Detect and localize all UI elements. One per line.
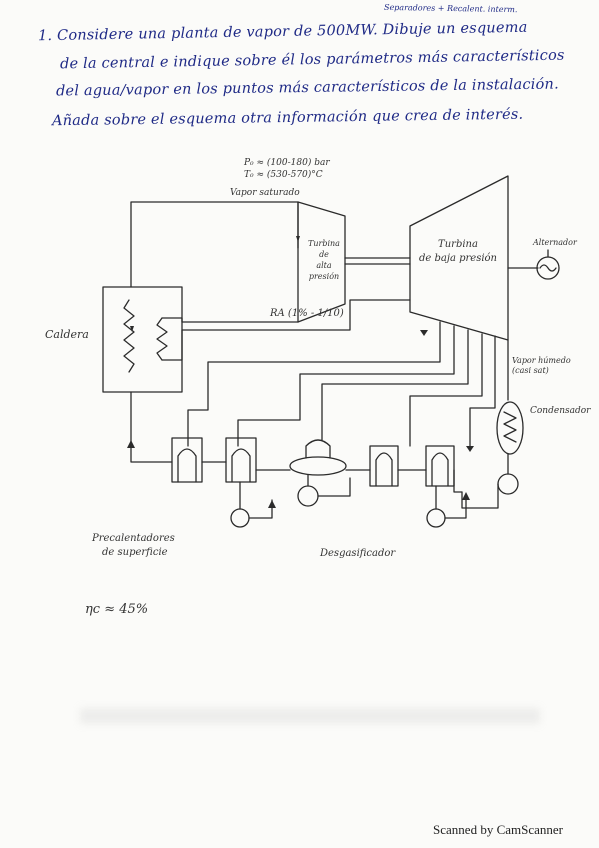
efficiency-label: ηc ≈ 45% xyxy=(85,602,149,617)
extraction-5 xyxy=(187,321,441,447)
condenser-coil xyxy=(503,411,517,443)
boiler-label: Caldera xyxy=(45,328,89,341)
drain-line-left xyxy=(248,499,273,519)
deaerator-tank xyxy=(289,456,347,476)
extraction-2 xyxy=(409,333,483,447)
boiler-coil-left xyxy=(123,299,135,373)
extraction-3 xyxy=(321,329,469,441)
faint-bleed-through xyxy=(80,708,540,724)
extraction-4 xyxy=(237,325,455,447)
lp-heater-2 xyxy=(369,445,399,487)
generator-label: Alternador xyxy=(533,238,577,247)
condenser xyxy=(496,401,524,455)
feedwater-6 xyxy=(130,391,173,463)
pressure-label: P₀ ≈ (100-180) bar xyxy=(244,158,330,168)
lp-heater-1 xyxy=(425,445,455,487)
generator-wave xyxy=(539,264,557,272)
exhaust-label: Vapor húmedo (casi sat) xyxy=(512,356,571,375)
boiler-box xyxy=(102,286,183,393)
lp-turbine-label: Turbina de baja presión xyxy=(418,239,497,264)
feedwater-1 xyxy=(453,469,463,493)
pump-line xyxy=(317,477,351,497)
saturated-vapor-label: Vapor saturado xyxy=(230,188,300,198)
hp-heater-2 xyxy=(171,437,203,483)
temperature-label: T₀ ≈ (530-570)°C xyxy=(244,170,323,180)
drain-pump-left xyxy=(230,508,250,528)
condensate-pump xyxy=(497,473,519,495)
boiler-coil-right xyxy=(156,317,168,361)
reheat-out-line xyxy=(161,299,411,361)
hp-turbine-label: Turbina de alta presión xyxy=(308,239,340,281)
drain-line-right xyxy=(444,499,467,519)
condenser-label: Condensador xyxy=(530,406,591,416)
hp-heater-1 xyxy=(225,437,257,483)
drain-pump-right xyxy=(426,508,446,528)
deaerator-label: Desgasificador xyxy=(320,548,396,559)
reheat-line xyxy=(161,317,299,323)
hp-turbine xyxy=(297,201,346,323)
extraction-1 xyxy=(469,335,496,447)
feed-pump xyxy=(297,485,319,507)
heaters-label: Precalentadores de superficie xyxy=(92,533,175,558)
reheat-label: RA (1% - 1/10) xyxy=(270,308,344,319)
main-steam-line xyxy=(130,201,299,288)
scanner-watermark: Scanned by CamScanner xyxy=(433,822,563,837)
